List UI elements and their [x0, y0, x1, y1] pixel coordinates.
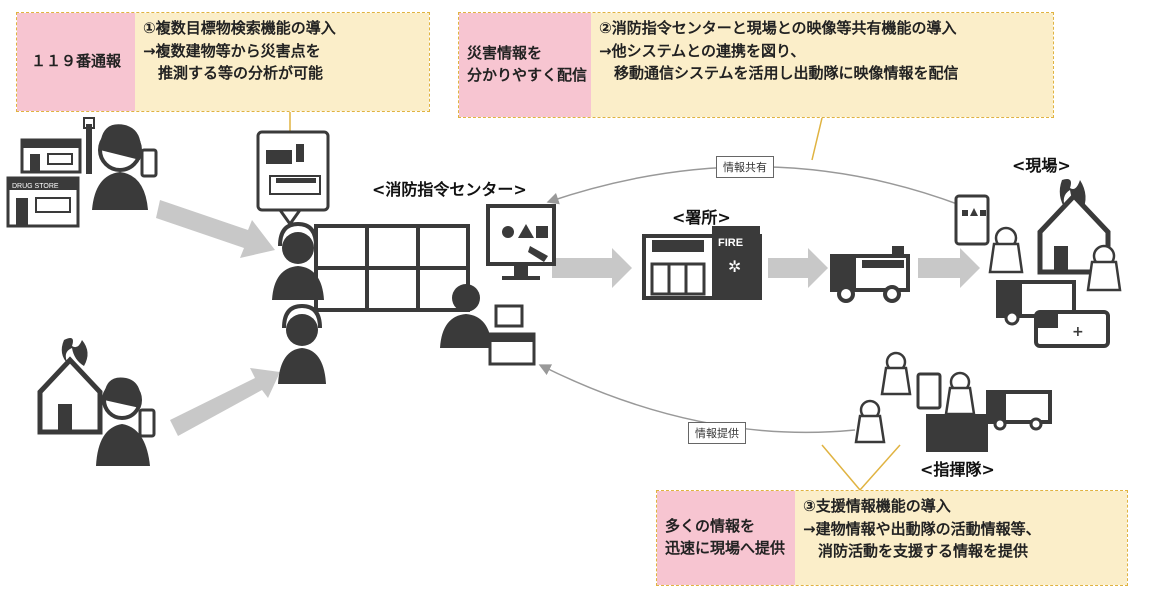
callout3-connector-b	[859, 444, 901, 491]
callout-119-label: １１９番通報	[17, 13, 135, 111]
callout-support-label-line-1: 多くの情報を	[665, 517, 756, 536]
callout-disaster-label-line-1: 災害情報を	[467, 44, 543, 63]
svg-text:✲: ✲	[728, 257, 741, 276]
label-scene: <現場>	[1012, 156, 1071, 175]
callout-support-body: ③支援情報機能の導入 →建物情報や出動隊の活動情報等、 消防活動を支援する情報を…	[795, 491, 1127, 585]
fire-truck-icon	[830, 246, 910, 303]
tablet-icon	[954, 194, 990, 246]
callout-disaster-body: ②消防指令センターと現場との映像等共有機能の導入 →他システムとの連携を図り、 …	[591, 13, 1053, 117]
svg-text:+: +	[1072, 324, 1084, 340]
callout-support-line-1: ③支援情報機能の導入	[803, 497, 951, 515]
command-unit-icon	[854, 351, 1052, 452]
callout-119-body: ①複数目標物検索機能の導入 →複数建物等から災害点を 推測する等の分析が可能	[135, 13, 429, 111]
video-monitor-icon	[486, 204, 556, 280]
callout-119-label-text: １１９番通報	[30, 52, 121, 71]
tag-info-share: 情報共有	[716, 156, 774, 178]
callout-disaster-line-1: ②消防指令センターと現場との映像等共有機能の導入	[599, 19, 957, 37]
callout-disaster-line-3: 移動通信システムを活用し出動隊に映像情報を配信	[599, 64, 959, 82]
fire-station-icon: FIRE ✲	[642, 226, 762, 300]
callout-support-label-line-2: 迅速に現場へ提供	[665, 539, 786, 557]
tag-info-provide: 情報提供	[688, 422, 746, 444]
map-speech-bubble-icon	[256, 130, 330, 227]
callout3-connector-a	[821, 444, 861, 491]
burning-house-caller-icon	[37, 338, 103, 435]
store-buildings-icon: DRUG STORE	[6, 117, 95, 228]
callout-disaster-label-line-2: 分かりやすく配信	[467, 66, 588, 84]
operator-headset-icon	[272, 221, 324, 300]
callout-119-line-1: ①複数目標物検索機能の導入	[143, 19, 336, 37]
callout2-connector	[811, 117, 823, 161]
callout-support-info: 多くの情報を 迅速に現場へ提供 ③支援情報機能の導入 →建物情報や出動隊の活動情…	[656, 490, 1128, 586]
callout-disaster-info: 災害情報を 分かりやすく配信 ②消防指令センターと現場との映像等共有機能の導入 …	[458, 12, 1054, 118]
fire-sign: FIRE	[718, 237, 743, 249]
callout-support-line-2: →建物情報や出動隊の活動情報等、	[803, 519, 1041, 538]
info-provide-arrow	[538, 364, 856, 434]
callout-disaster-label: 災害情報を 分かりやすく配信	[459, 13, 591, 117]
label-dispatch-center: <消防指令センター>	[372, 180, 527, 199]
drug-store-sign: DRUG STORE	[12, 183, 59, 190]
label-fire-station: <署所>	[672, 208, 731, 227]
callout-disaster-line-2: →他システムとの連携を図り、	[599, 41, 806, 60]
callout-119-call: １１９番通報 ①複数目標物検索機能の導入 →複数建物等から災害点を 推測する等の…	[16, 12, 430, 112]
arrow-store-to-operator	[156, 200, 275, 258]
caller-person-icon	[92, 124, 158, 210]
label-command-unit: <指揮隊>	[920, 460, 995, 479]
caller-person-icon-2	[96, 377, 156, 466]
video-wall-icon	[314, 224, 470, 312]
flow-arrows	[156, 200, 980, 436]
callout-119-line-3: 推測する等の分析が可能	[143, 64, 324, 82]
arrow-truck-to-scene	[918, 248, 980, 288]
arrow-house-to-operator	[170, 368, 280, 436]
callout-119-line-2: →複数建物等から災害点を	[143, 41, 321, 60]
arrow-station-to-truck	[768, 248, 828, 288]
scene-vehicles-icon: +	[996, 280, 1110, 348]
firefighters-scene-icon	[988, 226, 1122, 292]
operator-headset-icon-2	[278, 303, 326, 384]
commander-desk-icon	[440, 284, 536, 366]
callout-support-line-3: 消防活動を支援する情報を提供	[803, 542, 1029, 560]
arrow-center-to-station	[552, 248, 632, 288]
callout-support-label: 多くの情報を 迅速に現場へ提供	[657, 491, 795, 585]
